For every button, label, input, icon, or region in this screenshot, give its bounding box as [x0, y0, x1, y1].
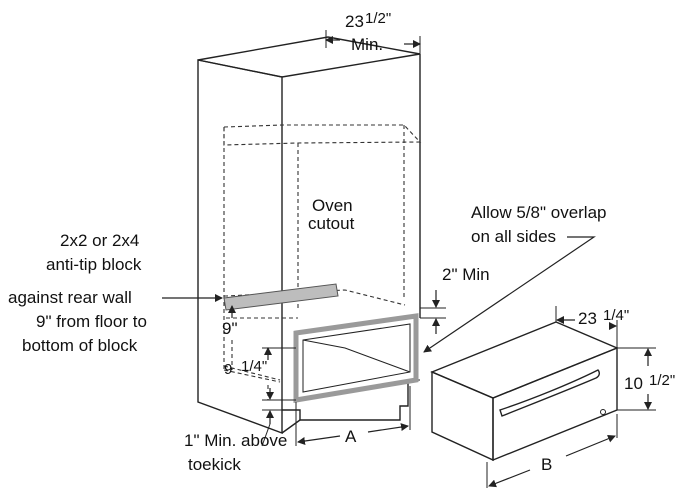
dim-top-width	[325, 30, 421, 54]
dim-drawer-width	[555, 306, 618, 348]
dim-B	[486, 414, 618, 488]
toekick-label-1: 1" Min. above	[184, 431, 287, 450]
oven-cutout-label-2: cutout	[308, 214, 355, 233]
dim-drawer-width-fraction: 1/4"	[603, 307, 629, 324]
drawer-opening-frame	[293, 313, 419, 403]
dim-two-min-label: 2" Min	[442, 265, 490, 284]
dim-two-min	[420, 290, 446, 334]
dim-B-label: B	[541, 455, 552, 474]
dim-nine-label: 9"	[222, 319, 238, 338]
oven-cutout-outline	[223, 124, 422, 383]
block-label-4: 9" from floor to	[36, 312, 147, 331]
drawer-indicator-icon	[600, 409, 606, 415]
block-label-1: 2x2 or 2x4	[60, 231, 139, 250]
block-label-3: against rear wall	[8, 288, 132, 307]
warming-drawer	[430, 321, 619, 462]
dim-A	[295, 386, 411, 446]
dim-top-width-value: 23	[345, 12, 364, 31]
oven-cutout-label-1: Oven	[312, 196, 353, 215]
toekick-label-2: toekick	[188, 455, 241, 474]
dim-top-width-min: Min.	[351, 35, 383, 54]
dim-nine-quarter-value: 9	[224, 361, 232, 378]
dim-drawer-height-fraction: 1/2"	[649, 372, 675, 389]
dim-A-label: A	[345, 427, 357, 446]
allow-overlap-label-2: on all sides	[471, 227, 556, 246]
dim-toekick	[261, 388, 296, 447]
block-label-2: anti-tip block	[46, 255, 142, 274]
drawer-handle	[499, 369, 601, 417]
dim-top-width-fraction: 1/2"	[365, 10, 391, 27]
dim-nine-quarter-fraction: 1/4"	[241, 358, 267, 375]
dim-drawer-height-value: 10	[624, 374, 643, 393]
allow-overlap-label-1: Allow 5/8" overlap	[471, 203, 607, 222]
anti-tip-block	[223, 283, 339, 311]
dim-drawer-width-value: 23	[578, 309, 597, 328]
dim-drawer-height	[617, 347, 656, 411]
block-label-5: bottom of block	[22, 336, 138, 355]
